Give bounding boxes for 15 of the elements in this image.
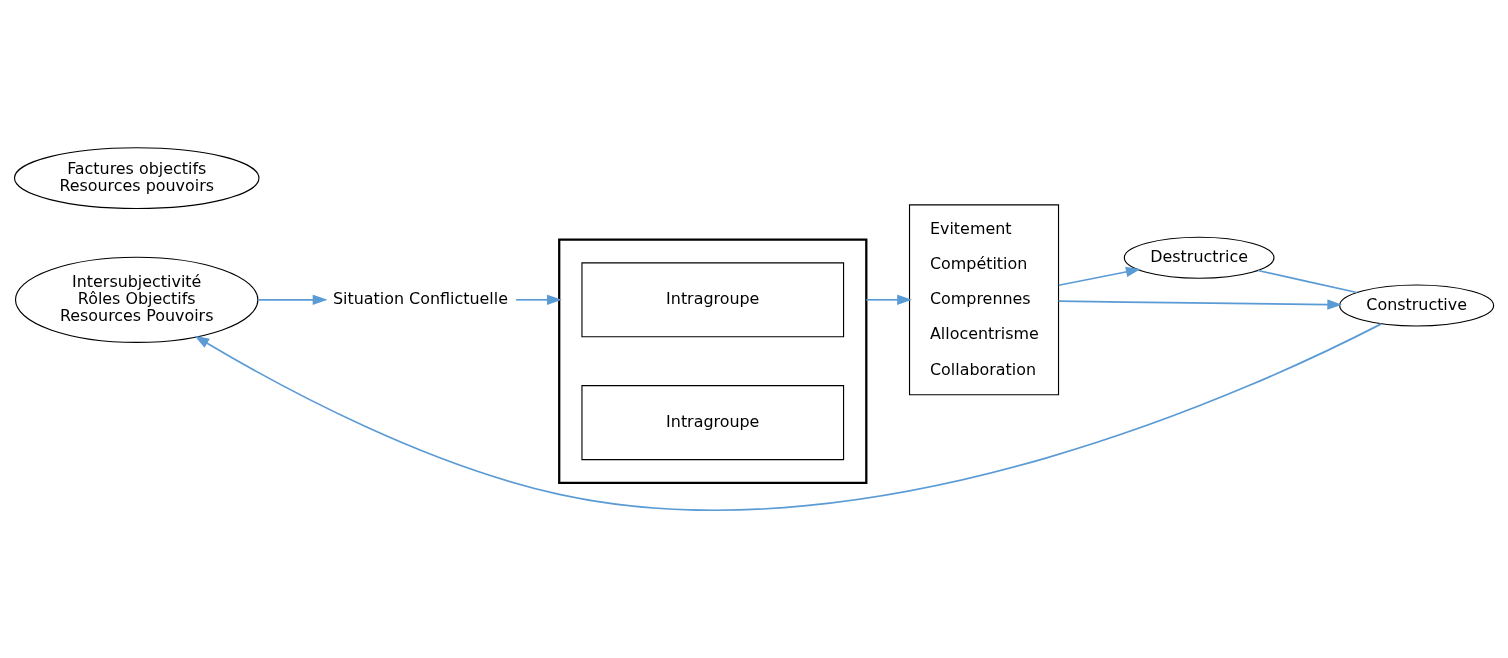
arrow <box>865 294 912 305</box>
arrow <box>1057 266 1141 287</box>
cluster <box>558 238 868 485</box>
node-box: Evitement Compétition Comprennes Allocentrisme Collaboration <box>908 204 1060 396</box>
node-box: Intragroupe <box>581 262 845 338</box>
node-ellipse: Constructive <box>1339 284 1495 327</box>
arrow <box>194 323 1383 512</box>
node-box: Intragroupe <box>581 385 845 461</box>
node-text: Situation Conflictuelle <box>332 289 508 309</box>
node-ellipse: Factures objectifs Resources pouvoirs <box>13 147 260 210</box>
arrow <box>257 294 328 305</box>
node-ellipse: Intersubjectivité Rôles Objectifs Resources Pouvoirs <box>14 256 259 343</box>
arrow <box>1057 299 1343 310</box>
connector <box>1257 269 1358 294</box>
arrow <box>515 294 562 305</box>
